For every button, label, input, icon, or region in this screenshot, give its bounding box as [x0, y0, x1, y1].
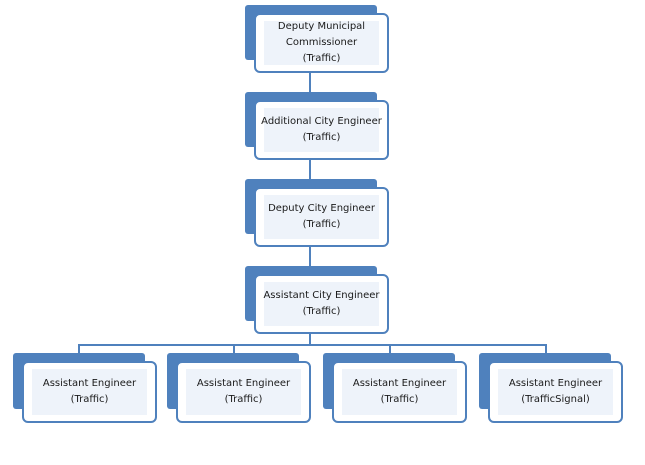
node-dept: (Traffic) [302, 132, 341, 143]
node-title: Assistant City Engineer [263, 290, 380, 301]
node-box: Assistant Engineer (TrafficSignal) [488, 361, 623, 423]
node-deputy-municipal-commissioner: Deputy Municipal Commissioner (Traffic) [245, 5, 390, 73]
node-dept: (TrafficSignal) [521, 394, 590, 405]
node-box: Additional City Engineer (Traffic) [254, 100, 389, 160]
node-title-line2: Commissioner [285, 37, 358, 48]
connector-drop-3 [389, 344, 391, 354]
node-title-line1: Deputy Municipal [277, 21, 366, 32]
node-dept: (Traffic) [224, 394, 263, 405]
node-label: Assistant Engineer (Traffic) [32, 369, 147, 415]
node-label: Assistant Engineer (Traffic) [186, 369, 301, 415]
node-box: Deputy Municipal Commissioner (Traffic) [254, 13, 389, 73]
node-dept: (Traffic) [302, 219, 341, 230]
node-dept: (Traffic) [302, 306, 341, 317]
node-additional-city-engineer: Additional City Engineer (Traffic) [245, 92, 390, 160]
connector-bus [78, 344, 547, 346]
node-title: Deputy City Engineer [268, 203, 375, 214]
node-label: Assistant Engineer (TrafficSignal) [498, 369, 613, 415]
node-assistant-engineer-2: Assistant Engineer (Traffic) [167, 353, 312, 423]
connector-dmc-ace [309, 72, 311, 100]
node-assistant-engineer-4: Assistant Engineer (TrafficSignal) [479, 353, 624, 423]
connector-drop-2 [233, 344, 235, 354]
node-label: Additional City Engineer (Traffic) [261, 108, 382, 152]
node-assistant-city-engineer: Assistant City Engineer (Traffic) [245, 266, 390, 334]
node-label: Assistant Engineer (Traffic) [342, 369, 457, 415]
node-dept: (Traffic) [302, 53, 341, 64]
node-title: Assistant Engineer [42, 378, 137, 389]
connector-dce-asce [309, 246, 311, 274]
node-dept: (Traffic) [380, 394, 419, 405]
connector-drop-1 [78, 344, 80, 354]
node-title: Assistant Engineer [196, 378, 291, 389]
node-title: Additional City Engineer [261, 116, 382, 127]
node-box: Assistant Engineer (Traffic) [22, 361, 157, 423]
node-label: Deputy City Engineer (Traffic) [264, 195, 379, 239]
node-dept: (Traffic) [70, 394, 109, 405]
connector-asce-bus [309, 333, 311, 345]
node-title: Assistant Engineer [352, 378, 447, 389]
node-box: Assistant Engineer (Traffic) [332, 361, 467, 423]
node-label: Deputy Municipal Commissioner (Traffic) [264, 21, 379, 65]
node-title: Assistant Engineer [508, 378, 603, 389]
node-label: Assistant City Engineer (Traffic) [263, 282, 380, 326]
node-box: Assistant Engineer (Traffic) [176, 361, 311, 423]
node-assistant-engineer-3: Assistant Engineer (Traffic) [323, 353, 468, 423]
connector-drop-4 [545, 344, 547, 354]
node-deputy-city-engineer: Deputy City Engineer (Traffic) [245, 179, 390, 247]
node-box: Assistant City Engineer (Traffic) [254, 274, 389, 334]
connector-ace-dce [309, 159, 311, 187]
node-assistant-engineer-1: Assistant Engineer (Traffic) [13, 353, 158, 423]
node-box: Deputy City Engineer (Traffic) [254, 187, 389, 247]
